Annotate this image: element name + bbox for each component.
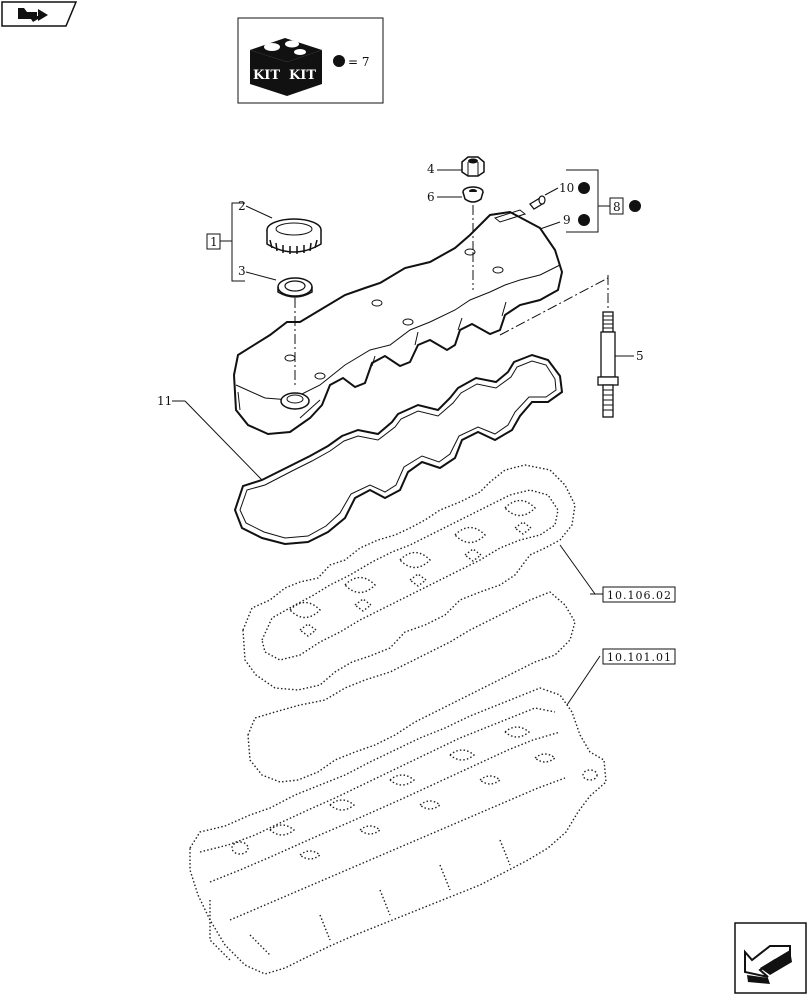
filled-dot-icon — [578, 214, 590, 226]
callout-6: 6 — [427, 190, 435, 204]
ref-box-head[interactable] — [602, 648, 676, 665]
callout-10: 10 — [559, 181, 574, 195]
callout-4: 4 — [427, 162, 435, 176]
kit-legend: KIT KIT = 7 — [237, 17, 384, 104]
callout-5: 5 — [636, 349, 644, 363]
callout-8: 8 — [613, 200, 621, 214]
callout-group-4-6: 4 6 — [427, 156, 485, 252]
ref-head-gasket[interactable]: 10.106.02 — [607, 589, 672, 602]
cylinder-head-outline: 10.101.01 — [189, 648, 676, 975]
callout-2: 2 — [238, 199, 246, 213]
page-back-arrow-icon[interactable] — [1, 1, 78, 27]
callout-1: 1 — [210, 235, 218, 249]
oil-filler-cap — [266, 218, 322, 254]
filler-cap-seal — [277, 277, 313, 298]
cover-washer — [462, 186, 484, 203]
filled-dot-icon — [629, 200, 641, 212]
breather-sleeve — [529, 195, 546, 210]
filled-dot-icon — [333, 55, 345, 67]
valve-cover — [232, 209, 609, 436]
kit-equals-label: = 7 — [348, 55, 370, 69]
filled-dot-icon — [578, 182, 590, 194]
cover-nut — [461, 156, 485, 177]
callout-group-8-9-10: 10 9 8 — [539, 169, 641, 233]
callout-group-1: 1 2 3 — [206, 199, 277, 282]
kit-label-right: KIT — [289, 68, 316, 83]
callout-9: 9 — [563, 213, 571, 227]
callout-11: 11 — [157, 394, 172, 408]
cylinder-head-gasket-outline: 10.106.02 — [242, 464, 676, 783]
cover-stud: 5 — [597, 275, 644, 418]
next-page-arrow-icon[interactable] — [734, 922, 807, 994]
kit-label-left: KIT — [253, 68, 280, 83]
callout-8-box — [609, 197, 624, 215]
ref-cylinder-head[interactable]: 10.101.01 — [607, 651, 672, 664]
kit-box-icon: KIT KIT — [250, 38, 322, 96]
callout-3: 3 — [238, 264, 246, 278]
valve-cover-gasket: 11 — [157, 353, 564, 546]
